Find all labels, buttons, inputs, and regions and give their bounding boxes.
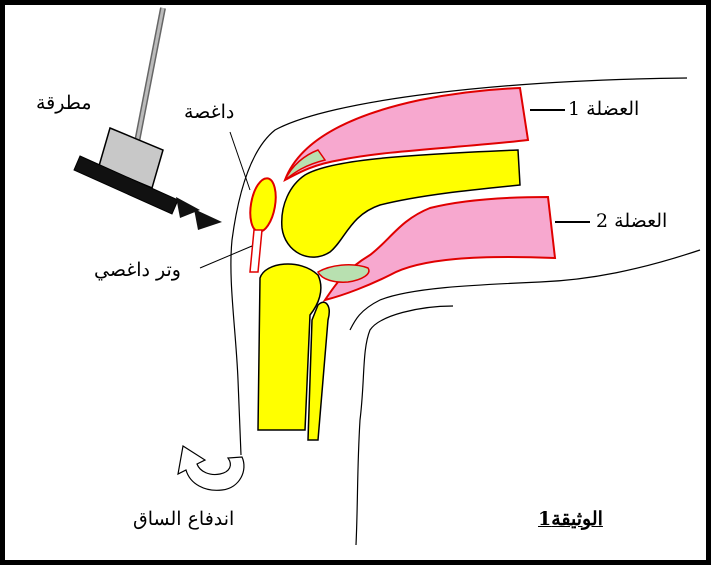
tendon-pointer	[200, 246, 252, 268]
patellar-tendon-label: وتر داغصي	[94, 259, 181, 281]
skin-outline-calf	[356, 306, 453, 545]
patella	[246, 176, 279, 233]
patella-pointer	[230, 132, 250, 190]
leg-kick-label: اندفاع الساق	[133, 508, 234, 530]
hammer-label: مطرقة	[36, 92, 92, 114]
patella-label: داغصة	[184, 101, 234, 123]
muscle-2-label: العضلة 2	[596, 210, 667, 232]
patellar-tendon	[250, 230, 262, 272]
muscle-1-label: العضلة 1	[568, 98, 639, 120]
leg-kick-arrow-icon	[178, 446, 244, 490]
fibula	[308, 302, 329, 440]
strike-arrow-icon	[176, 197, 222, 230]
document-title: الوثيقة1	[538, 508, 603, 530]
